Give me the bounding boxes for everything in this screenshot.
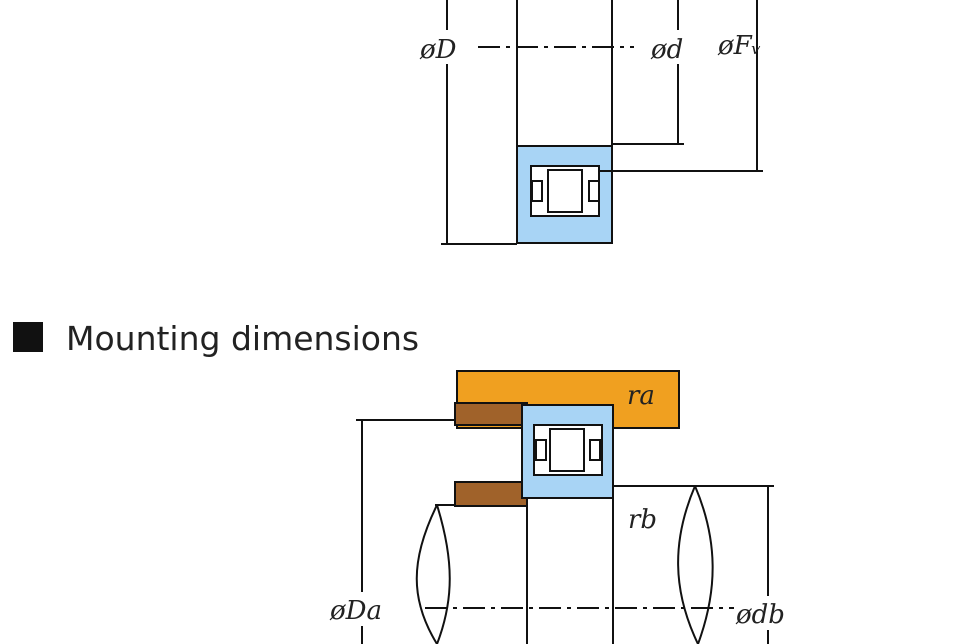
- label-outer-diameter: øD: [419, 35, 457, 65]
- square-bullet-icon: [13, 322, 43, 352]
- label-housing-fillet: ra: [627, 381, 655, 411]
- roller: [547, 169, 583, 213]
- section-heading: Mounting dimensions: [66, 319, 419, 358]
- housing-shoulder: [454, 402, 528, 426]
- label-shaft-fillet: rb: [628, 505, 657, 535]
- label-roller-diameter: øFᵥ: [717, 31, 761, 61]
- label-shaft-abutment: ødb: [735, 600, 785, 630]
- label-bore-diameter: ød: [650, 35, 683, 65]
- bearing-dimensions-figure: [441, 0, 763, 245]
- mounting-dimensions-figure: [356, 370, 774, 644]
- label-housing-abutment: øDa: [329, 596, 382, 626]
- shaft-shoulder: [454, 481, 528, 507]
